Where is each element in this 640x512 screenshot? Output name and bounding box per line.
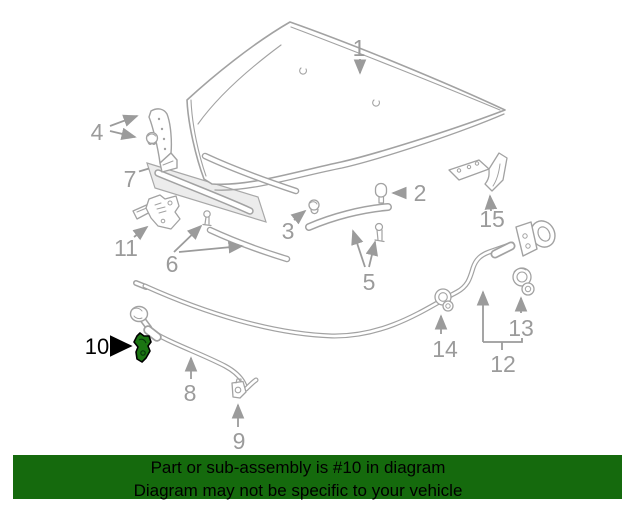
release-handle <box>515 220 556 257</box>
highlighted-part-shape <box>133 332 152 363</box>
part-7-insulator-pad <box>146 162 267 223</box>
callout-7: 7 <box>124 166 150 192</box>
callout-12: 12 <box>476 290 523 377</box>
callout-11: 11 <box>114 225 149 261</box>
part-4-hinge <box>145 108 178 173</box>
callout-15: 15 <box>479 194 505 232</box>
hinge-bolt <box>145 131 159 145</box>
part-13-grommet <box>512 267 535 296</box>
part-14-grommet <box>434 288 454 312</box>
banner-line-1: Part or sub-assembly is #10 in diagram <box>150 458 446 477</box>
hood-hole-mark <box>299 67 307 75</box>
callout-14: 14 <box>432 314 458 362</box>
part-1-hood-panel <box>186 21 506 195</box>
callout-label: 5 <box>363 269 376 295</box>
callout-label: 15 <box>479 206 505 232</box>
seal-pin <box>203 210 211 218</box>
molding-pin <box>374 222 384 232</box>
callout-6: 6 <box>166 224 244 277</box>
callout-13: 13 <box>508 296 534 341</box>
callout-label: 14 <box>432 336 458 362</box>
part-11-latch <box>132 194 181 230</box>
callout-label: 2 <box>414 180 427 206</box>
part-6-seal-strip <box>202 210 291 263</box>
part-5-molding <box>305 203 392 243</box>
callout-label: 13 <box>508 315 534 341</box>
callout-label: 10 <box>85 334 109 359</box>
part-15-bracket <box>448 152 508 192</box>
part-12-release-cable <box>133 220 556 339</box>
callout-label: 7 <box>124 166 137 192</box>
callout-8: 8 <box>184 356 198 406</box>
part-2-rod-clip <box>374 182 388 204</box>
callout-10-highlighted[interactable]: 10 <box>85 334 133 359</box>
part-3-grommet <box>308 199 320 215</box>
callout-label: 6 <box>166 251 179 277</box>
callout-label: 3 <box>282 218 295 244</box>
callout-5: 5 <box>351 229 378 295</box>
callout-label: 8 <box>184 380 197 406</box>
callout-9: 9 <box>231 403 246 454</box>
callout-3: 3 <box>282 209 307 244</box>
hood-hole-mark <box>372 99 380 107</box>
disclaimer-banner: Part or sub-assembly is #10 in diagram D… <box>13 455 622 500</box>
part-10-clip-highlighted[interactable] <box>133 332 152 363</box>
callout-label: 11 <box>114 235 138 261</box>
callout-1: 1 <box>353 35 367 75</box>
callout-2: 2 <box>391 180 427 206</box>
callout-4: 4 <box>91 114 139 145</box>
part-9-rod-clip <box>231 378 247 399</box>
rod-knob <box>129 305 149 323</box>
callout-label: 9 <box>233 428 246 454</box>
callout-label: 4 <box>91 119 104 145</box>
banner-line-2: Diagram may not be specific to your vehi… <box>133 481 463 500</box>
callout-label: 12 <box>490 351 516 377</box>
callout-label: 1 <box>353 35 366 61</box>
